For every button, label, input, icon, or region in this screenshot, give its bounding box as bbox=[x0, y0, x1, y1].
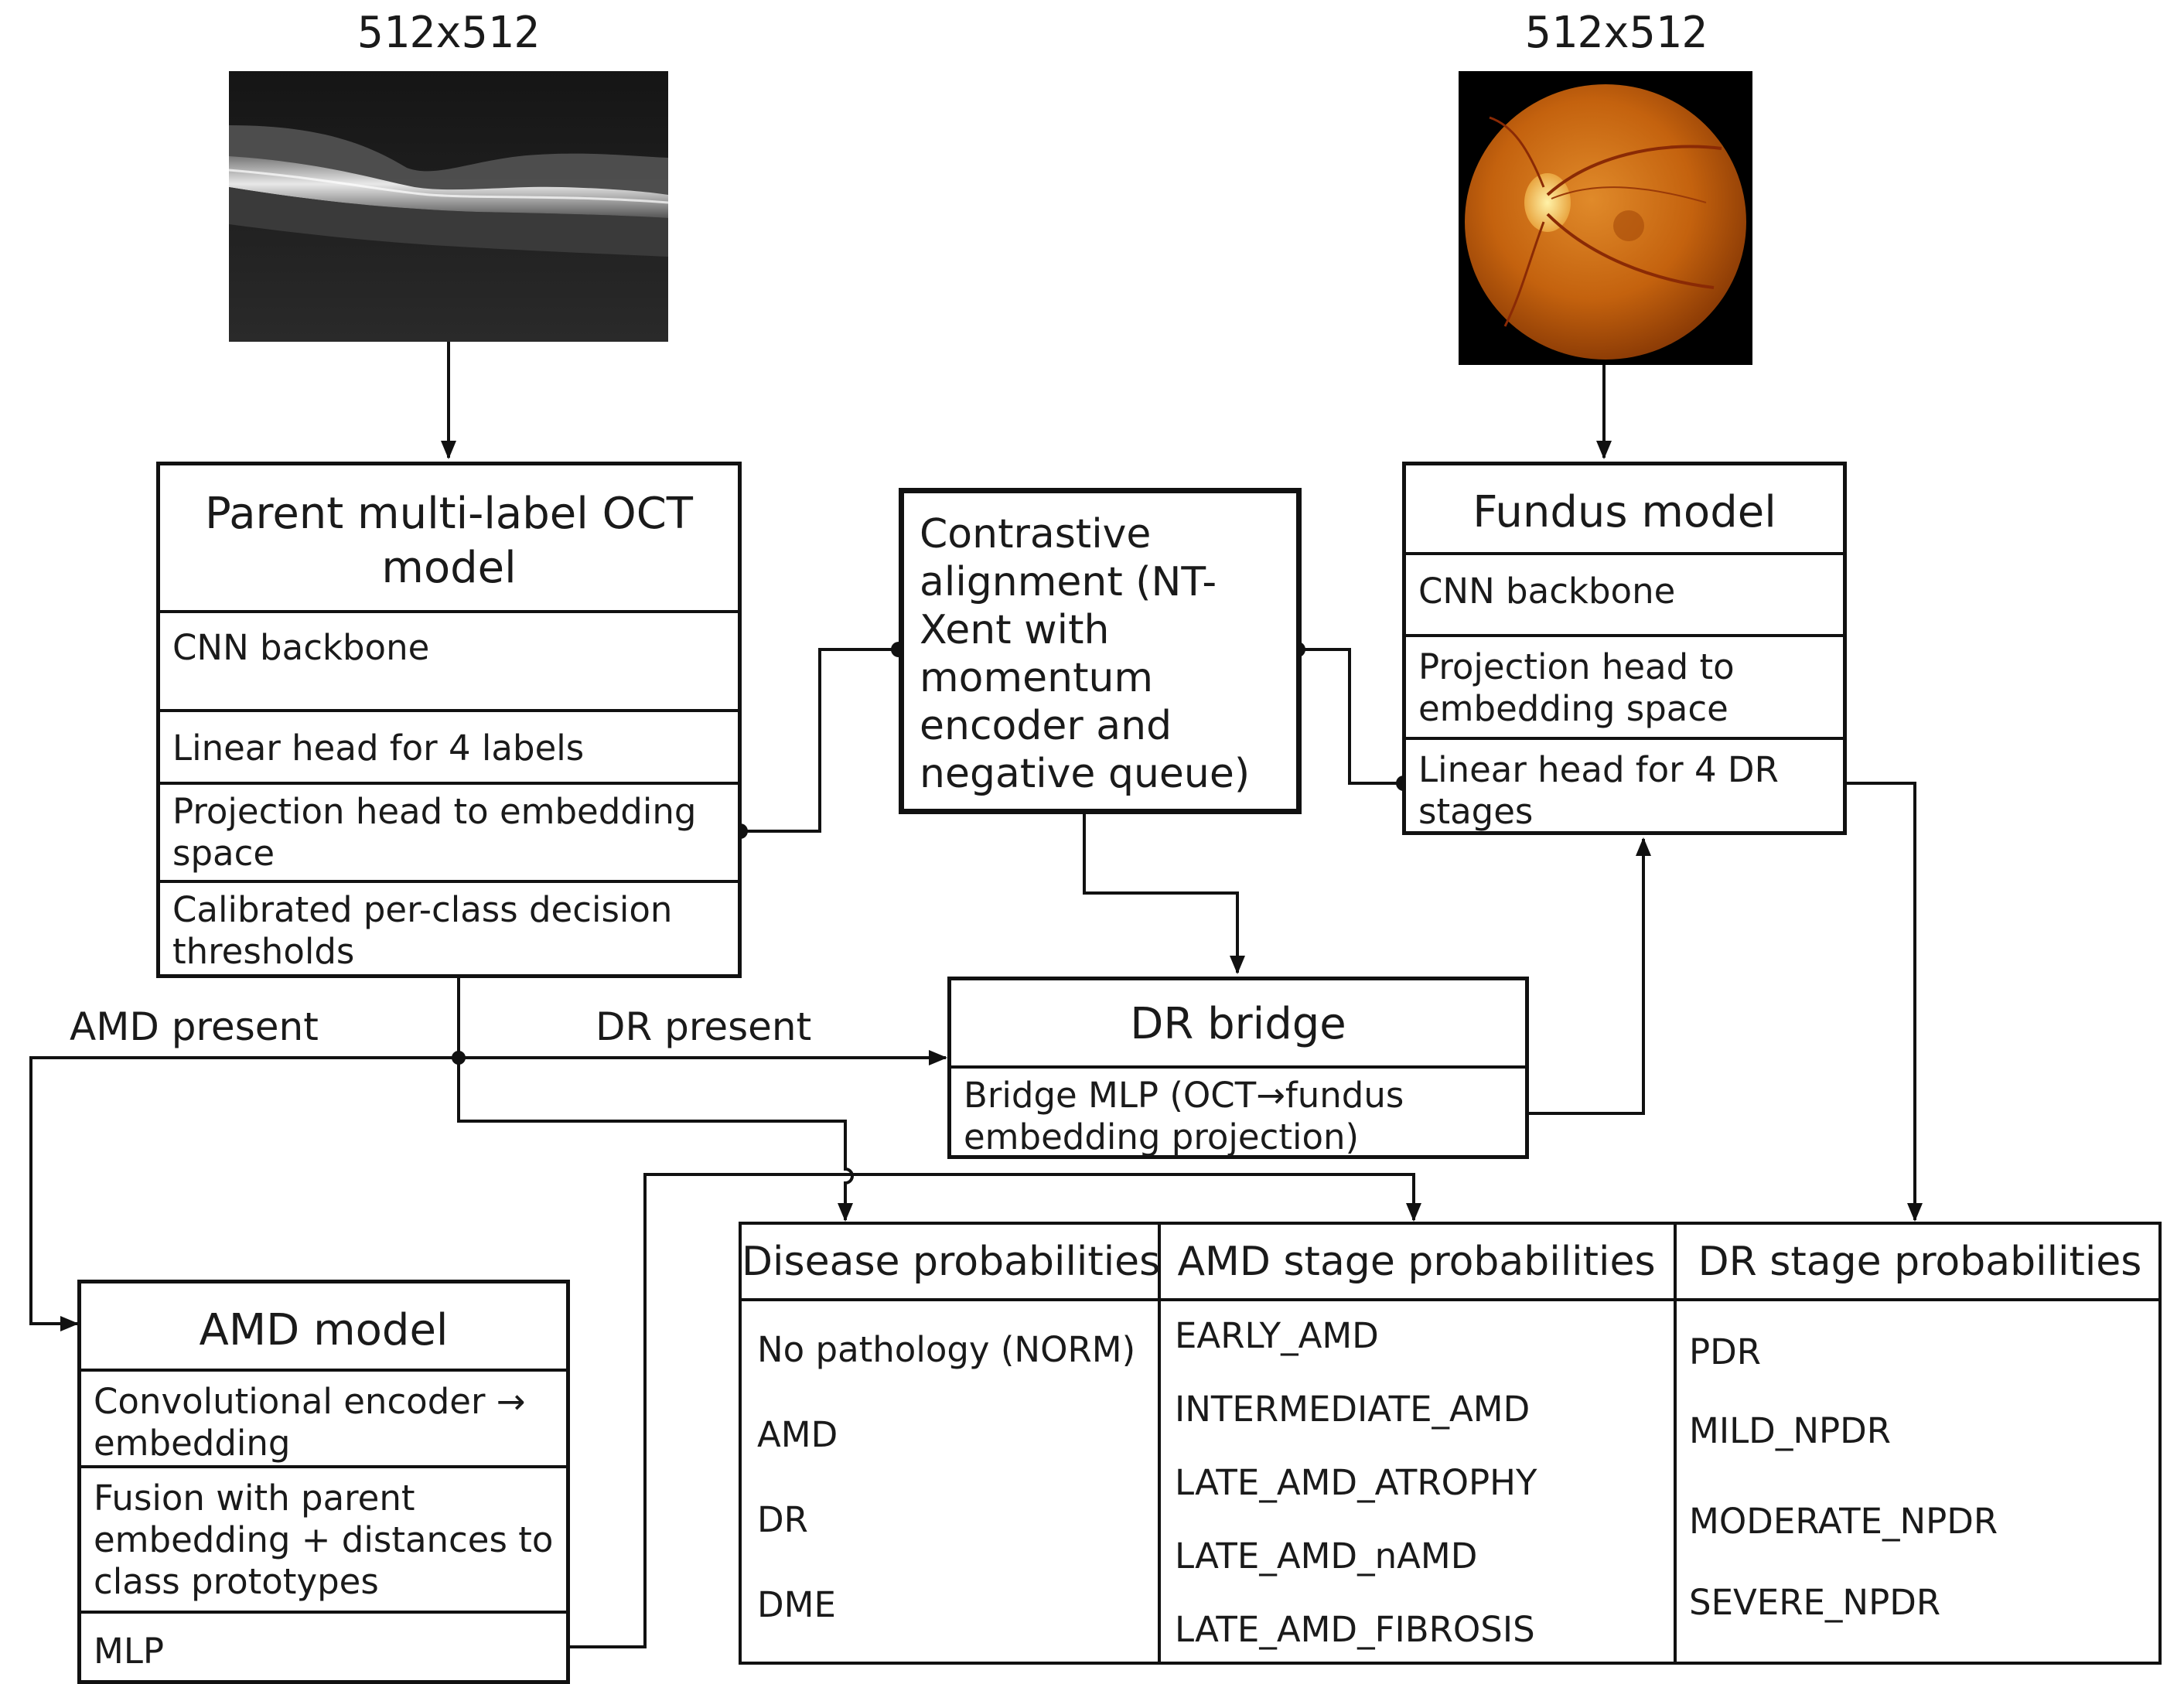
amd-model-title: AMD model bbox=[199, 1305, 449, 1355]
dr-stage-item: SEVERE_NPDR bbox=[1689, 1582, 1941, 1623]
oct-row-thresholds: Calibrated per-class decision thresholds bbox=[160, 880, 738, 978]
fundus-row-backbone: CNN backbone bbox=[1406, 552, 1843, 634]
table-col-divider-2 bbox=[1674, 1225, 1677, 1662]
oct-row-linear-head: Linear head for 4 labels bbox=[160, 709, 738, 782]
contrastive-alignment-text: Contrastive alignment (NT-Xent with mome… bbox=[920, 511, 1251, 797]
contrastive-alignment-box: Contrastive alignment (NT-Xent with mome… bbox=[899, 488, 1302, 814]
dr-stage-header: DR stage probabilities bbox=[1698, 1239, 2142, 1285]
amd-row-encoder: Convolutional encoder → embedding bbox=[81, 1369, 566, 1465]
fundus-row-linear-head: Linear head for 4 DR stages bbox=[1406, 737, 1843, 835]
fundus-model-title: Fundus model bbox=[1472, 487, 1776, 537]
amd-stage-item: INTERMEDIATE_AMD bbox=[1175, 1389, 1531, 1430]
disease-item: DR bbox=[757, 1499, 808, 1540]
oct-size-label: 512x512 bbox=[357, 8, 540, 58]
amd-stage-item: LATE_AMD_nAMD bbox=[1175, 1536, 1478, 1577]
dr-bridge-box: DR bridge Bridge MLP (OCT→fundus embeddi… bbox=[947, 977, 1529, 1159]
disease-item: DME bbox=[757, 1584, 836, 1625]
probabilities-table: Disease probabilities AMD stage probabil… bbox=[739, 1222, 2162, 1665]
oct-scan-image bbox=[229, 71, 668, 342]
fundus-size-label: 512x512 bbox=[1524, 8, 1708, 58]
disease-item: AMD bbox=[757, 1414, 838, 1455]
amd-stage-item: LATE_AMD_ATROPHY bbox=[1175, 1462, 1537, 1503]
disease-header: Disease probabilities bbox=[742, 1239, 1161, 1285]
fundus-model-box: Fundus model CNN backbone Projection hea… bbox=[1402, 462, 1847, 835]
disease-item: No pathology (NORM) bbox=[757, 1329, 1136, 1370]
fundus-row-projection-head: Projection head to embedding space bbox=[1406, 634, 1843, 737]
oct-model-box: Parent multi-label OCT model CNN backbon… bbox=[156, 462, 742, 978]
fundus-image bbox=[1459, 71, 1752, 365]
amd-stage-item: EARLY_AMD bbox=[1175, 1315, 1379, 1356]
dr-bridge-title: DR bridge bbox=[1130, 999, 1346, 1049]
oct-row-projection-head: Projection head to embedding space bbox=[160, 782, 738, 880]
amd-row-fusion: Fusion with parent embedding + distances… bbox=[81, 1465, 566, 1611]
amd-stage-header: AMD stage probabilities bbox=[1177, 1239, 1656, 1285]
amd-row-mlp: MLP bbox=[81, 1611, 566, 1684]
dr-stage-item: PDR bbox=[1689, 1331, 1762, 1372]
amd-model-box: AMD model Convolutional encoder → embedd… bbox=[77, 1280, 570, 1684]
dr-stage-item: MODERATE_NPDR bbox=[1689, 1501, 1998, 1542]
dr-bridge-row-mlp: Bridge MLP (OCT→fundus embedding project… bbox=[951, 1065, 1525, 1159]
amd-present-label: AMD present bbox=[70, 1004, 319, 1049]
oct-model-title: Parent multi-label OCT model bbox=[204, 489, 693, 593]
dr-stage-item: MILD_NPDR bbox=[1689, 1410, 1892, 1451]
dr-present-label: DR present bbox=[595, 1004, 812, 1049]
table-header-divider bbox=[742, 1298, 2158, 1301]
table-col-divider-1 bbox=[1158, 1225, 1161, 1662]
oct-row-backbone: CNN backbone bbox=[160, 610, 738, 709]
amd-stage-item: LATE_AMD_FIBROSIS bbox=[1175, 1609, 1535, 1650]
